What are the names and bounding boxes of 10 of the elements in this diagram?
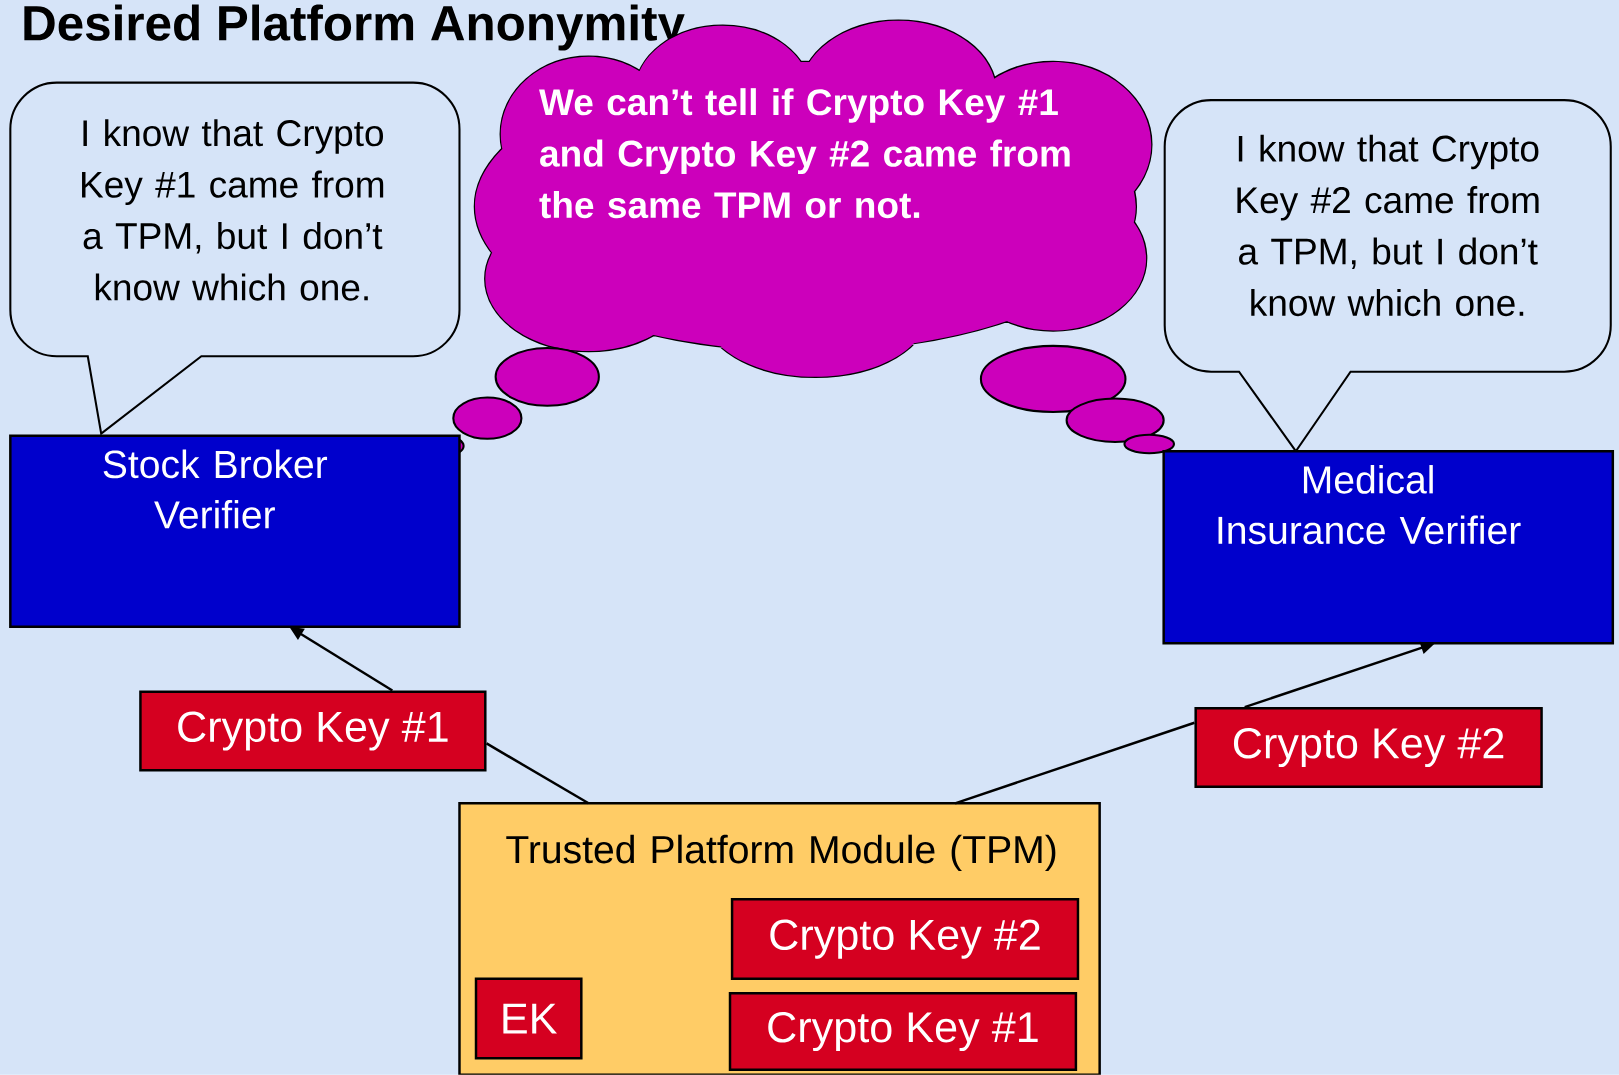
verifier-box: Stock Broker Verifier — [9, 434, 461, 629]
key-box: Crypto Key #2 — [1194, 707, 1543, 789]
key-box: Crypto Key #1 — [728, 992, 1078, 1071]
key-box: EK — [474, 977, 583, 1060]
node-label: We can’t tell if Crypto Key #1 and Crypto Key #2 came from the same TPM or not. — [539, 88, 1070, 219]
key-box: Crypto Key #1 — [139, 690, 487, 772]
speech-bubble: I know that Crypto Key #2 came from a TPM, but I don’t know which one. — [1163, 99, 1612, 453]
key-box: Crypto Key #2 — [730, 898, 1080, 981]
speech-bubble: I know that Crypto Key #1 came from a TPM, but I don’t know which one. — [9, 81, 461, 435]
verifier-box: Medical Insurance Verifier — [1162, 450, 1615, 645]
